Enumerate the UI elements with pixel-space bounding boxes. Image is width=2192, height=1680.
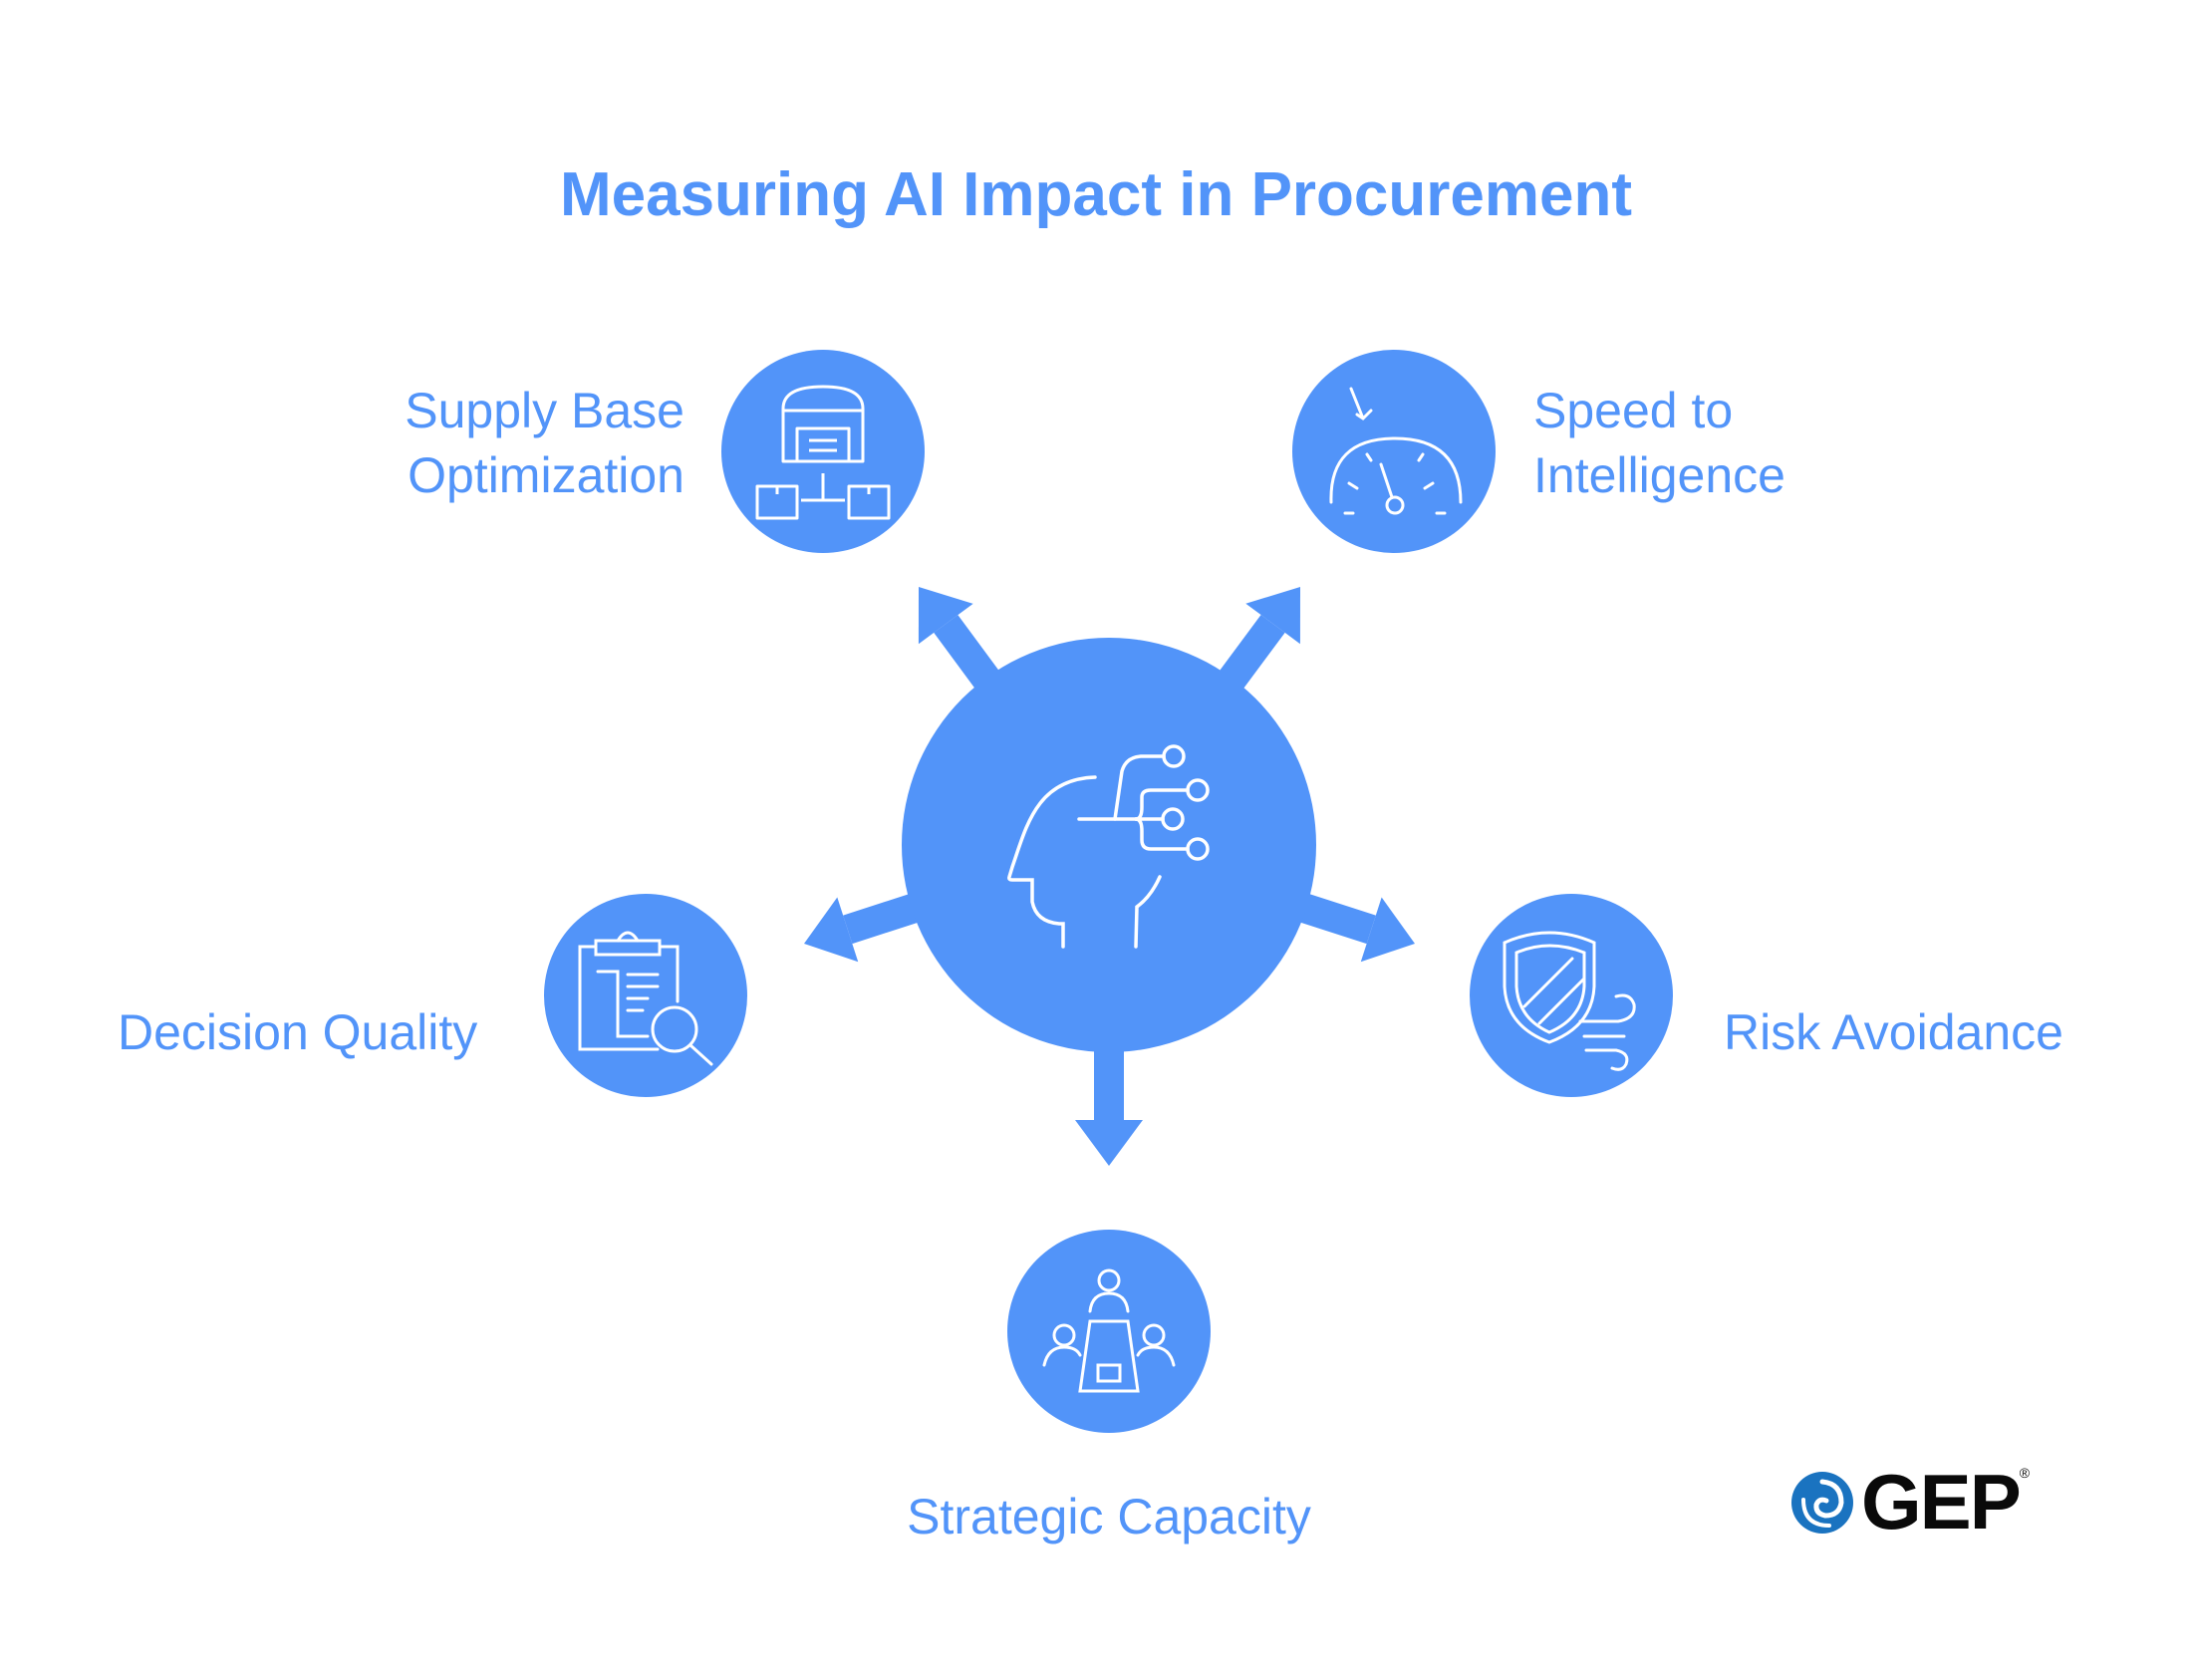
arrow-head-speed [1245,587,1300,645]
logo-registered-mark: ® [2019,1465,2031,1481]
node-circle-strategic [1007,1230,1211,1433]
arrow-head-risk [1360,897,1415,963]
shield-wind-icon [1503,931,1636,1071]
label-line: Intelligence [1533,447,1785,503]
meeting-table-icon [1042,1268,1176,1393]
label-line: Strategic Capacity [907,1489,1311,1544]
label-line: Speed to [1533,383,1734,438]
label-risk-avoidance: Risk Avoidance [1724,1000,2063,1065]
label-speed-to-intelligence: Speed to Intelligence [1533,379,1785,508]
label-line: Risk Avoidance [1724,1004,2063,1060]
arrow-head-decision [804,897,859,963]
gep-logo: GEP ® [1789,1457,2030,1547]
center-circle [902,638,1316,1052]
gep-swirl-icon [1791,1471,1853,1534]
label-line: Supply Base [405,383,685,438]
node-circle-decision [544,894,747,1097]
speedometer-icon [1329,387,1463,515]
node-circle-speed [1292,350,1496,553]
label-supply-base-optimization: Supply Base Optimization [405,379,685,508]
arrow-head-supply [918,587,973,645]
label-decision-quality: Decision Quality [118,1000,477,1065]
warehouse-network-icon [755,385,891,520]
arrow-head-strategic [1075,1120,1143,1166]
label-line: Decision Quality [118,1004,478,1060]
logo-text: GEP [1861,1458,2022,1545]
node-circle-risk [1470,894,1673,1097]
label-strategic-capacity: Strategic Capacity [0,1485,2192,1549]
ai-head-network-icon [1007,744,1210,949]
clipboard-search-icon [578,931,713,1066]
label-line: Optimization [408,447,685,503]
page-title: Measuring AI Impact in Procurement [559,160,1633,229]
